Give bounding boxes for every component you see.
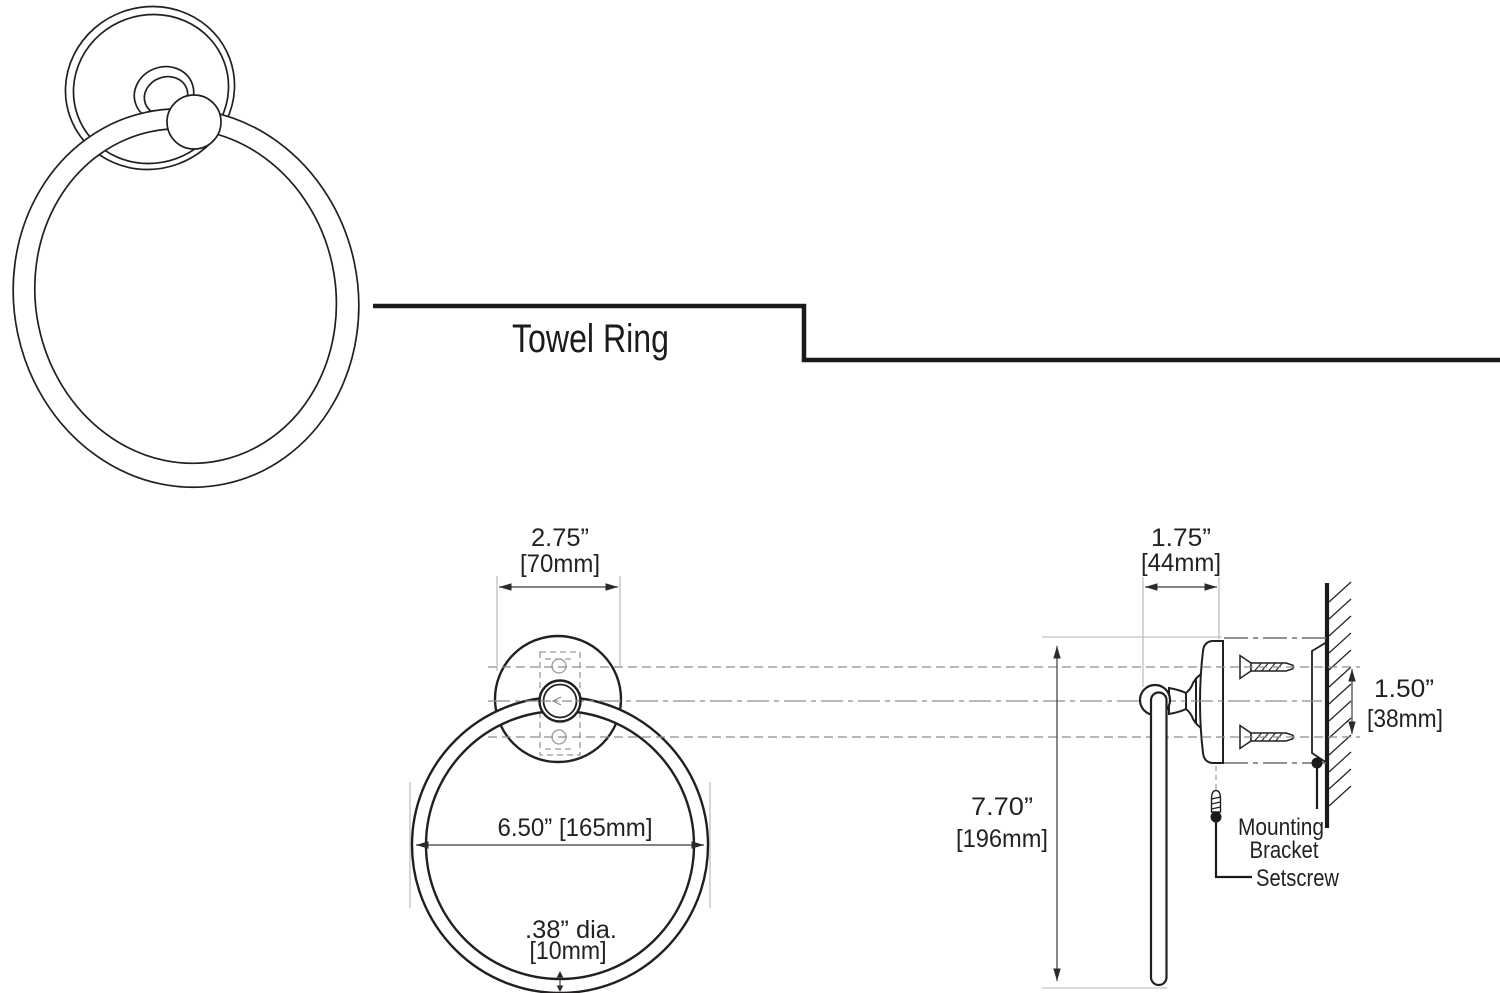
spacing-inches: 1.50” xyxy=(1374,675,1434,703)
front-width-inches: 2.75” xyxy=(531,524,589,552)
front-collar xyxy=(538,679,582,723)
post-ball xyxy=(166,94,222,150)
title-divider: Towel Ring xyxy=(373,303,1500,363)
front-tube-dimension: .38” dia. [10mm] xyxy=(525,916,617,992)
mounting-screws xyxy=(1239,654,1294,750)
front-diameter-label: 6.50” [165mm] xyxy=(498,814,653,842)
mounting-bracket-profile xyxy=(1311,640,1328,765)
page-title: Towel Ring xyxy=(512,317,669,361)
tube-dia-metric: [10mm] xyxy=(530,937,607,965)
side-ring-tube xyxy=(1149,691,1168,987)
setscrew-label: Setscrew xyxy=(1256,865,1340,892)
side-view xyxy=(1168,581,1352,828)
towel-ring-loop xyxy=(12,107,360,489)
perspective-view xyxy=(12,5,360,489)
side-height-inches: 7.70” xyxy=(971,793,1033,821)
setscrew-glyph xyxy=(1210,789,1222,813)
mounting-bracket-label-line2: Bracket xyxy=(1250,837,1319,864)
tube-thickness-arrow xyxy=(556,971,564,992)
front-width-metric: [70mm] xyxy=(520,550,600,578)
side-depth-metric: [44mm] xyxy=(1141,549,1221,577)
side-height-metric: [196mm] xyxy=(956,825,1048,853)
spacing-metric: [38mm] xyxy=(1367,705,1443,733)
construction-lines xyxy=(488,637,1360,764)
side-depth-inches: 1.75” xyxy=(1151,524,1211,552)
centerline-arrow xyxy=(551,696,562,706)
mounting-bracket-label-line1: Mounting xyxy=(1238,814,1324,841)
screw-spacing-dimension: 1.50” [38mm] xyxy=(1348,669,1443,734)
setscrew-leader-line xyxy=(1214,817,1252,879)
screw-hole-top xyxy=(551,658,567,674)
side-depth-dimension: 1.75” [44mm] xyxy=(1141,524,1221,687)
mounting-bracket-callout: Mounting Bracket xyxy=(1238,757,1324,864)
plate-cap-profile xyxy=(1198,640,1224,764)
setscrew-callout: Setscrew xyxy=(1210,766,1340,892)
tube-dia-inches: .38” dia. xyxy=(525,916,617,944)
divider-step-line xyxy=(373,303,1500,363)
side-ball-and-ring xyxy=(1138,683,1172,987)
front-diameter-dimension: 6.50” [165mm] xyxy=(409,782,711,908)
wall-hatching xyxy=(1328,581,1352,807)
side-height-dimension: 7.70” [196mm] xyxy=(956,636,1222,989)
front-width-dimension: 2.75” [70mm] xyxy=(496,524,621,671)
